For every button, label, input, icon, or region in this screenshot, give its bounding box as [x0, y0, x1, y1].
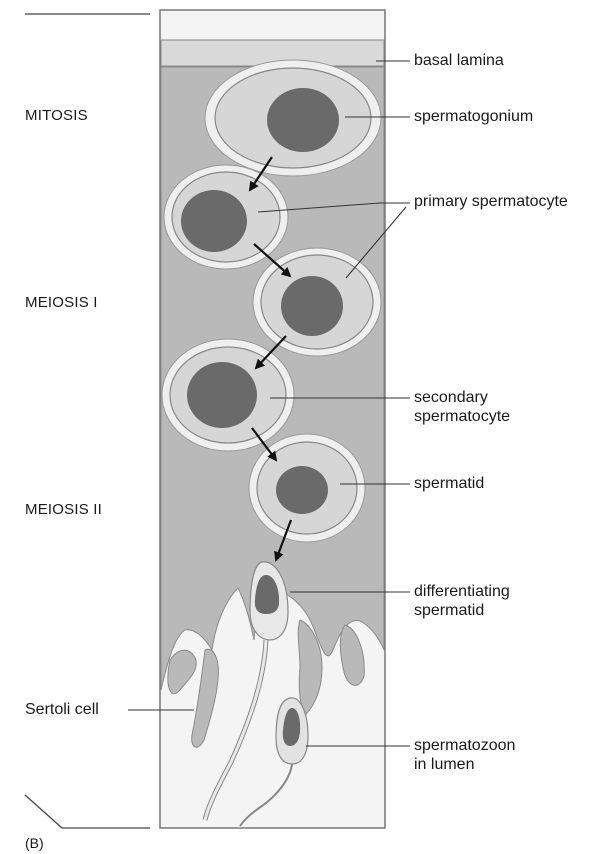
primary-spermatocyte-nucleus-1 — [181, 190, 247, 252]
figure-tag: (B) — [25, 834, 44, 853]
spermatogonium-nucleus — [267, 88, 339, 152]
label-spermatozoon: spermatozoon in lumen — [414, 736, 515, 774]
spermatid-nucleus — [276, 466, 328, 514]
label-sertoli-cell: Sertoli cell — [25, 700, 99, 719]
primary-spermatocyte-nucleus-2 — [281, 276, 343, 336]
secondary-spermatocyte-nucleus — [187, 362, 257, 428]
label-differentiating-spermatid: differentiating spermatid — [414, 582, 510, 620]
stage-meiosis-1: MEIOSIS I — [25, 293, 98, 312]
label-basal-lamina: basal lamina — [414, 51, 504, 70]
bottom-left-rule — [25, 795, 62, 828]
label-secondary-spermatocyte: secondary spermatocyte — [414, 388, 510, 426]
label-primary-spermatocyte: primary spermatocyte — [414, 192, 568, 211]
label-spermatogonium: spermatogonium — [414, 107, 533, 126]
stage-meiosis-2: MEIOSIS II — [25, 500, 102, 519]
stage-mitosis: MITOSIS — [25, 106, 88, 125]
label-spermatid: spermatid — [414, 474, 484, 493]
